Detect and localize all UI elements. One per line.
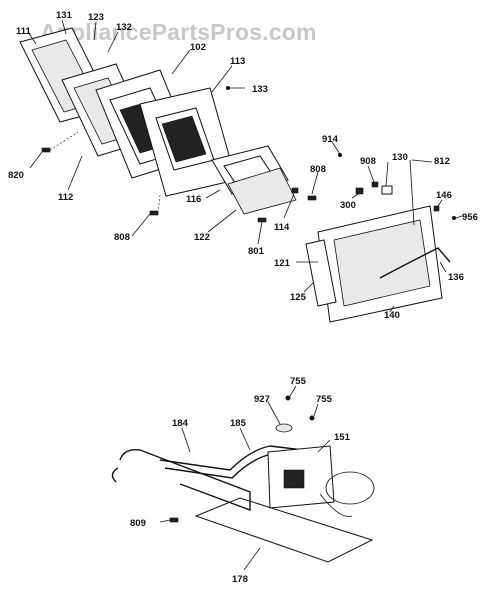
part-labels: 111 131 123 132 102 113 133 820 112 808 … [8, 10, 478, 585]
label-809: 809 [130, 518, 146, 529]
label-178: 178 [232, 574, 248, 585]
label-121: 121 [274, 258, 291, 269]
glass-122 [227, 167, 297, 215]
label-130: 130 [392, 152, 408, 163]
screw-914 [338, 153, 342, 157]
label-133: 133 [252, 84, 268, 95]
bracket-812 [409, 159, 415, 226]
screw-801 [257, 217, 267, 223]
door-glass-frame-140 [317, 205, 443, 323]
label-132: 132 [116, 22, 132, 33]
screw-808-right [307, 195, 317, 201]
label-908: 908 [360, 156, 376, 167]
label-122: 122 [194, 232, 210, 243]
label-131: 131 [56, 10, 73, 21]
label-808-left: 808 [114, 232, 130, 243]
label-185: 185 [230, 418, 247, 429]
clip-908 [371, 181, 379, 188]
label-114: 114 [274, 222, 290, 233]
label-123: 123 [88, 12, 104, 23]
clip-300 [355, 187, 364, 195]
screw-956 [452, 216, 456, 220]
glass-125 [305, 239, 337, 307]
label-956: 956 [462, 212, 478, 223]
label-125: 125 [290, 292, 307, 303]
label-136: 136 [448, 272, 464, 283]
watermark: AppliancePartsPros.com [40, 19, 317, 45]
label-755-right: 755 [316, 394, 333, 405]
label-914: 914 [322, 134, 339, 145]
label-111: 111 [16, 26, 32, 37]
clip-114 [291, 187, 299, 194]
label-146: 146 [436, 190, 452, 201]
label-151: 151 [334, 432, 351, 443]
leader-lines [27, 19, 463, 571]
clip-146 [433, 205, 440, 212]
label-801: 801 [248, 246, 265, 257]
label-927: 927 [254, 394, 270, 405]
label-820: 820 [8, 170, 24, 181]
screw-755-right [309, 415, 315, 421]
washer-927 [275, 423, 293, 433]
door-inner-panel-113 [139, 87, 237, 197]
label-116: 116 [186, 194, 201, 205]
label-113: 113 [230, 56, 245, 67]
latch-hook-184 [111, 449, 251, 512]
screw-809 [169, 517, 179, 523]
rod-136 [379, 247, 451, 279]
screw-755-left [285, 395, 291, 401]
label-140: 140 [384, 310, 400, 321]
label-300: 300 [340, 200, 356, 211]
latch-housing-151 [267, 445, 375, 517]
label-102: 102 [190, 42, 206, 53]
label-812: 812 [434, 156, 450, 167]
label-184: 184 [172, 418, 189, 429]
plate-178 [194, 497, 374, 563]
screw-808-left [149, 210, 159, 216]
label-755-left: 755 [290, 376, 307, 387]
screw-820 [41, 147, 51, 153]
bracket-130 [381, 185, 393, 195]
label-808-right: 808 [310, 164, 326, 175]
label-112: 112 [58, 192, 73, 203]
